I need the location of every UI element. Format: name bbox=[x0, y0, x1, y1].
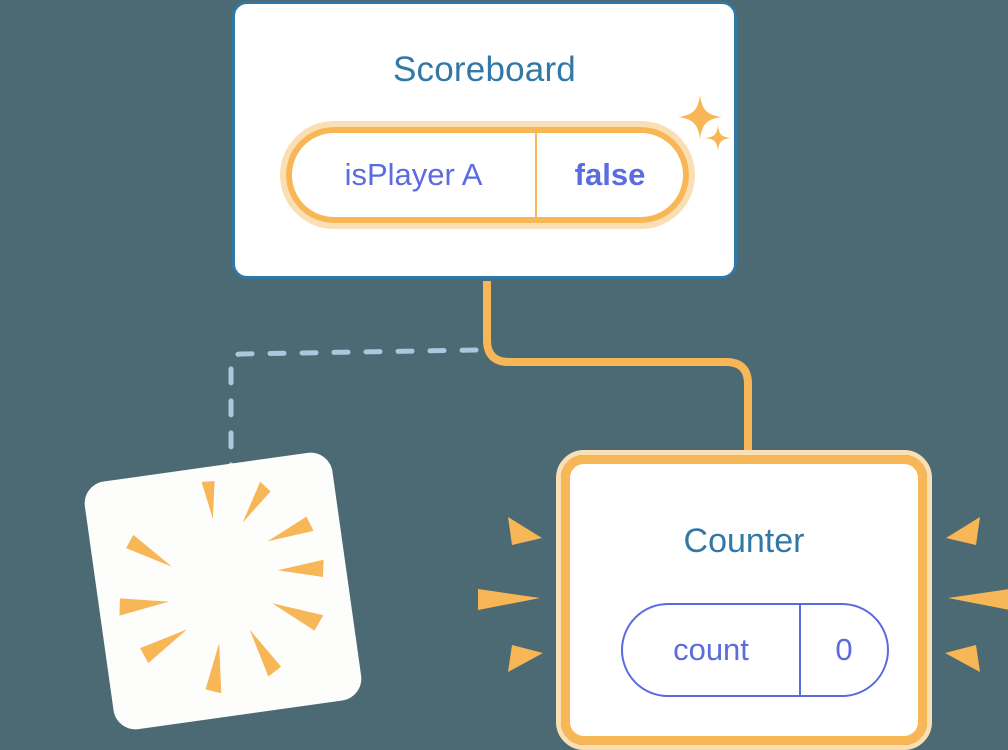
burst-rays-radial bbox=[119, 481, 324, 694]
counter-state-key: count bbox=[673, 632, 749, 667]
counter-state-value: 0 bbox=[835, 632, 853, 667]
scoreboard-pill-body[interactable]: isPlayer A false bbox=[286, 127, 689, 223]
flash-card[interactable] bbox=[84, 452, 362, 730]
scoreboard-state-key: isPlayer A bbox=[344, 157, 483, 192]
scoreboard-card[interactable]: Scoreboard isPlayer A false bbox=[232, 1, 737, 279]
burst-rays-left bbox=[478, 517, 543, 672]
counter-state-pill[interactable]: count 0 bbox=[621, 603, 889, 697]
scoreboard-state-value: false bbox=[574, 157, 646, 192]
connector-scoreboard-to-counter bbox=[483, 281, 752, 462]
scoreboard-state-pill[interactable]: isPlayer A false bbox=[280, 121, 695, 229]
flash-card-surface bbox=[84, 452, 362, 730]
burst-rays-right bbox=[945, 517, 1008, 672]
counter-title: Counter bbox=[683, 522, 805, 560]
scoreboard-title: Scoreboard bbox=[393, 50, 576, 89]
scoreboard-pill-divider bbox=[535, 133, 537, 217]
sparkle-small-icon bbox=[705, 125, 731, 151]
counter-card[interactable]: Counter count 0 bbox=[556, 450, 932, 750]
scoreboard-pill-halo bbox=[280, 121, 695, 229]
sparkle-large-icon bbox=[678, 95, 722, 139]
counter-pill-divider bbox=[799, 605, 801, 695]
connector-scoreboard-to-flash-card bbox=[228, 347, 479, 468]
counter-card-surface: Counter count 0 bbox=[561, 455, 927, 745]
